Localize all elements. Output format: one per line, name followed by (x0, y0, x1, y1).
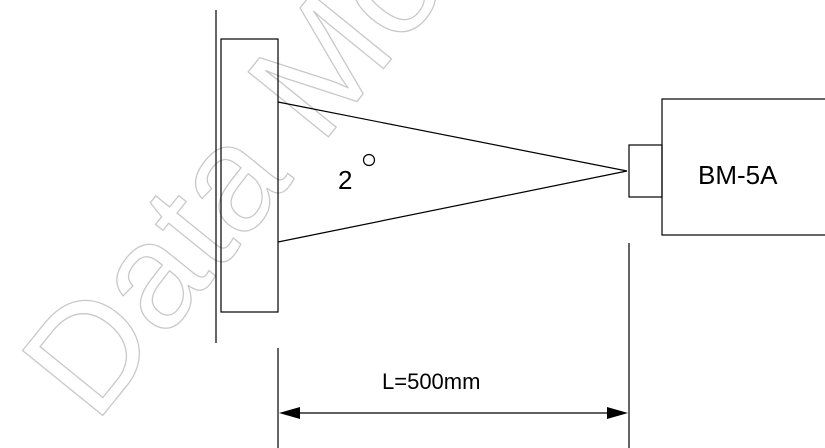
sensor-lens (628, 144, 663, 198)
device-body (661, 98, 825, 236)
watermark: Data Modul (0, 0, 603, 446)
degree-symbol (362, 153, 376, 167)
angle-label: 2 (338, 165, 352, 195)
display-panel (220, 38, 279, 313)
dimension-arrowhead-left (279, 407, 300, 419)
device-label: BM-5A (698, 160, 778, 190)
cone-upper-line (277, 101, 628, 172)
cone-lower-line (277, 170, 628, 243)
distance-label: L=500mm (382, 369, 480, 394)
dimension-arrowhead-right (607, 407, 628, 419)
watermark-text: Data Modul (0, 0, 603, 446)
